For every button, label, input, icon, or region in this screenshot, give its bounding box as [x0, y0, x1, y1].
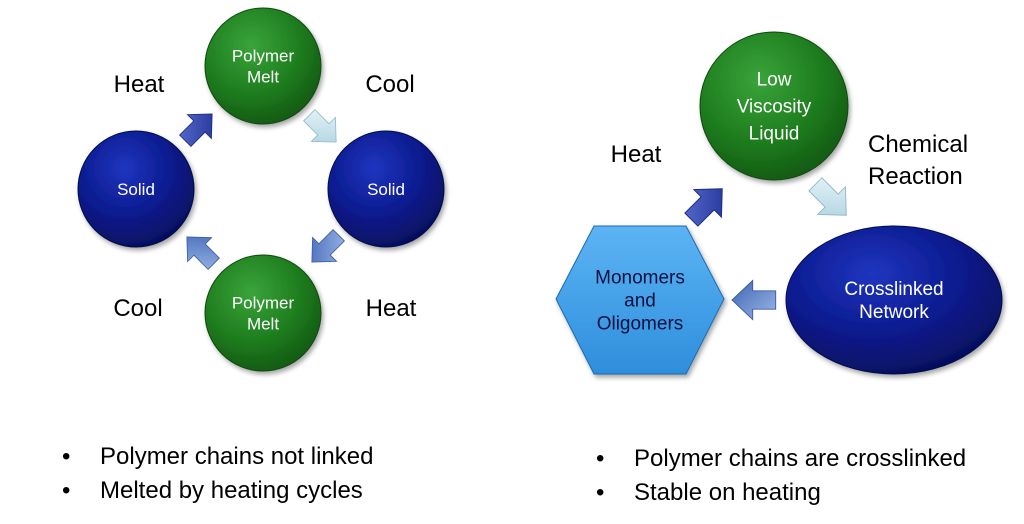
label-cool-bottom-left: Cool	[113, 295, 162, 322]
thermoplastic-bullet-list: Polymer chains not linked Melted by heat…	[62, 440, 373, 508]
right-solid-node	[327, 130, 445, 248]
monomers-oligomers-hexagon	[555, 225, 725, 375]
arrow-down-left-icon	[299, 222, 352, 275]
list-item: Melted by heating cycles	[62, 474, 373, 508]
arrow-down-right-icon	[296, 102, 349, 155]
label-heat-bottom-right: Heat	[366, 295, 417, 322]
label-heat-thermoset: Heat	[611, 141, 662, 168]
list-item: Polymer chains not linked	[62, 440, 373, 474]
label-heat-top-left: Heat	[114, 71, 165, 98]
left-solid-label: Solid	[117, 180, 155, 199]
crosslinked-network-node	[785, 225, 1003, 375]
arrow-down-right-icon	[800, 169, 861, 230]
arrow-up-right-icon	[676, 174, 737, 235]
right-solid-label: Solid	[367, 180, 405, 199]
arrow-left-icon	[731, 279, 777, 321]
arrow-up-left-icon	[174, 224, 227, 277]
left-solid-node	[77, 130, 195, 248]
top-polymer-melt-node	[204, 7, 322, 125]
arrow-up-right-icon	[172, 101, 225, 154]
list-item: Polymer chains are crosslinked	[596, 442, 966, 476]
thermoset-bullet-list: Polymer chains are crosslinked Stable on…	[596, 442, 966, 510]
label-cool-top-right: Cool	[365, 71, 414, 98]
bottom-polymer-melt-node	[204, 254, 322, 372]
list-item: Stable on heating	[596, 476, 966, 510]
low-viscosity-liquid-node	[699, 31, 849, 181]
